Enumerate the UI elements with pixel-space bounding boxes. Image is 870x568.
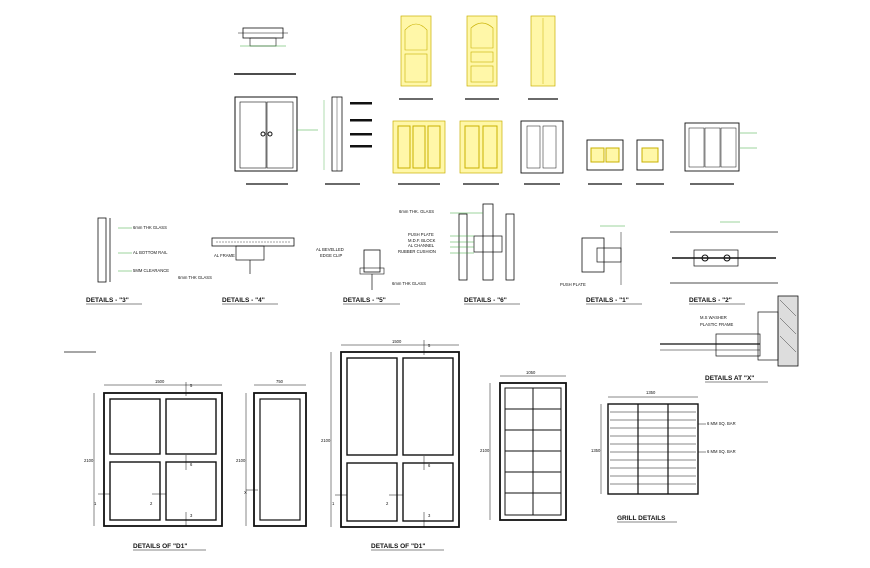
note-clearance: 5MM CLEARANCE: [133, 268, 169, 273]
yellow-panel-doors-row: [392, 120, 564, 185]
dim-narrow-height: 2100: [236, 458, 246, 463]
marker-5a: 5: [190, 383, 193, 388]
note-bevelled-2: EDGE CLIP: [320, 253, 343, 258]
detail-5: AL BEVELLED EDGE CLIP 6mm THK GLASS DETA…: [316, 247, 426, 305]
dim-d2-height: 2100: [321, 438, 331, 443]
detail-1: PUSH PLATE DETAILS - "1": [560, 225, 642, 305]
marker-2a: 2: [150, 501, 153, 506]
louvered-door-elevation: [684, 122, 757, 185]
detail-3: 6mm THK GLASS AL BOTTOM RAIL 5MM CLEARAN…: [86, 217, 169, 305]
note-glass-3: 6mm THK GLASS: [133, 225, 167, 230]
label-details-1: DETAILS - "1": [586, 297, 629, 304]
label-details-3: DETAILS - "3": [86, 297, 129, 304]
note-mdf-block: M.D.F. BLOCK: [408, 238, 436, 243]
marker-6b: 6: [428, 463, 431, 468]
note-bottom-rail: AL BOTTOM RAIL: [133, 250, 168, 255]
label-details-x: DETAILS AT "X": [705, 375, 754, 382]
dim-d2-width: 1500: [392, 339, 402, 344]
dim-d1-width: 1500: [155, 379, 165, 384]
dim-tall-width: 1050: [526, 370, 536, 375]
yellow-door-elevation-1: [399, 15, 433, 100]
narrow-door-elevation: 750 2100 X: [236, 379, 307, 527]
detail-6: 6mm THK. GLASS PUSH PLATE M.D.F. BLOCK A…: [398, 203, 520, 305]
dim-narrow-width: 750: [276, 379, 284, 384]
label-details-2: DETAILS - "2": [689, 297, 732, 304]
note-al-channel: AL CHANNEL: [408, 243, 435, 248]
door-d1-right-elevation: 1500 2100 5 6 3 1 2: [321, 339, 460, 528]
yellow-door-elevation-3: [528, 15, 558, 100]
label-details-6: DETAILS - "6": [464, 297, 507, 304]
note-glass-4: 6mm THK GLASS: [178, 275, 212, 280]
small-cabinet-elevations: [586, 139, 664, 185]
label-details-4: DETAILS - "4": [222, 297, 265, 304]
double-door-elevation: [234, 96, 318, 185]
label-details-d1-b: DETAILS OF "D1": [371, 543, 425, 550]
detail-4: AL FRAME 6mm THK GLASS DETAILS - "4": [178, 237, 295, 305]
dim-grill-width: 1350: [646, 390, 656, 395]
marker-6a: 6: [190, 462, 193, 467]
marker-5b: 5: [428, 343, 431, 348]
door-section-vertical: [323, 96, 372, 185]
marker-1a: 1: [94, 501, 97, 506]
yellow-door-elevation-2: [465, 15, 499, 100]
marker-x: X: [244, 490, 247, 495]
note-sq-bar-2: 6 MM SQ. BAR: [707, 449, 736, 454]
label-grill: GRILL DETAILS: [617, 515, 666, 522]
detail-2: DETAILS - "2": [670, 221, 778, 305]
note-plastic-frame: PLASTIC FRAME: [700, 322, 733, 327]
header-cornice-detail: [234, 27, 296, 75]
label-details-d1-a: DETAILS OF "D1": [133, 543, 187, 550]
detail-x: M.S WASHER PLASTIC FRAME DETAILS AT "X": [660, 295, 799, 383]
note-al-frame: AL FRAME: [214, 253, 235, 258]
grill-elevation: 1350 1350 6 MM SQ. BAR 6 MM SQ. BAR GRIL…: [591, 390, 736, 523]
marker-3b: 3: [428, 513, 431, 518]
note-glass-6: 6mm THK. GLASS: [399, 209, 434, 214]
marker-3a: 3: [190, 513, 193, 518]
dim-tall-height: 2100: [480, 448, 490, 453]
label-details-5: DETAILS - "5": [343, 297, 386, 304]
dim-grill-height: 1350: [591, 448, 601, 453]
top-door-elevations: [234, 15, 757, 185]
note-glass-5: 6mm THK GLASS: [392, 281, 426, 286]
note-push-plate-1: PUSH PLATE: [560, 282, 586, 287]
note-push-plate: PUSH PLATE: [408, 232, 434, 237]
tall-grid-door-elevation: 1050 2100: [480, 370, 567, 521]
note-rubber-cushion: RUBBER CUSHION: [398, 249, 436, 254]
dim-d1-height: 2100: [84, 458, 94, 463]
note-sq-bar-1: 6 MM SQ. BAR: [707, 421, 736, 426]
marker-1b: 1: [332, 501, 335, 506]
note-ms-washer: M.S WASHER: [700, 315, 727, 320]
marker-2b: 2: [386, 501, 389, 506]
note-bevelled-1: AL BEVELLED: [316, 247, 344, 252]
door-d1-left-elevation: 1500 2100 5 6 3 1 2: [84, 379, 223, 527]
